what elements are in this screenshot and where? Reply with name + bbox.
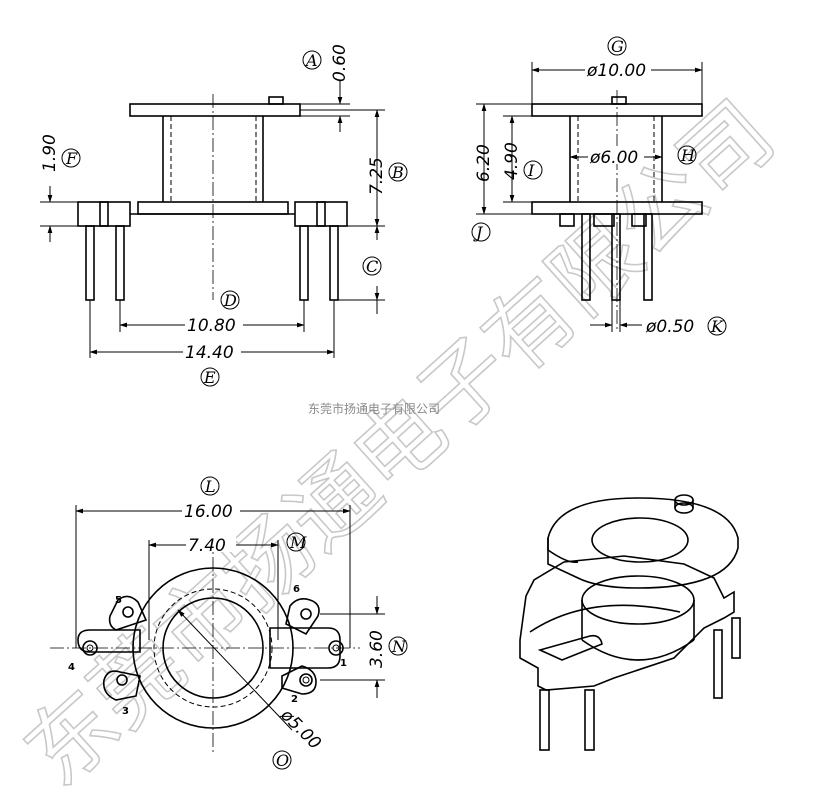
label-l: L — [204, 477, 216, 496]
pin-4-label: 4 — [68, 662, 75, 673]
dim-m-value: 7.40 — [188, 536, 226, 556]
label-f: F — [65, 149, 78, 168]
label-i: I — [527, 161, 535, 180]
dim-a-value: 0.60 — [330, 44, 350, 82]
side-view: ø10.00 G ø6.00 H 4.90 I 6.20 J ø0.50 K — [471, 36, 727, 337]
label-k: K — [710, 317, 724, 336]
dim-b-value: 7.25 — [367, 157, 387, 195]
label-h: H — [680, 146, 696, 165]
pin-2-label: 2 — [291, 694, 298, 705]
label-g: G — [611, 37, 624, 56]
dim-k-value: ø0.50 — [645, 317, 694, 337]
label-o: O — [276, 751, 289, 770]
label-d: D — [223, 291, 237, 310]
top-view: 1 2 3 4 5 6 16.00 L 7.40 M 3.60 N ø5.00 — [50, 476, 408, 770]
isometric-view — [519, 494, 741, 751]
pin-3-label: 3 — [122, 706, 129, 717]
front-view: 0.60 A 7.25 B C 1.90 F 10.80 D — [40, 44, 408, 387]
dim-d-value: 10.80 — [187, 316, 236, 336]
svg-text:东莞市扬通电子有限公司: 东莞市扬通电子有限公司 — [5, 81, 793, 805]
dim-e-value: 14.40 — [185, 343, 234, 363]
label-n: N — [391, 637, 407, 656]
company-name: 东莞市扬通电子有限公司 — [308, 401, 440, 416]
pin-6-label: 6 — [293, 584, 300, 595]
dim-l-value: 16.00 — [184, 502, 233, 522]
pin-1-label: 1 — [340, 658, 347, 669]
dim-o-value: ø5.00 — [276, 705, 325, 754]
label-m: M — [289, 533, 307, 552]
pin-5-label: 5 — [115, 595, 122, 606]
dim-j-value: 6.20 — [474, 144, 494, 182]
dim-f-value: 1.90 — [40, 134, 60, 172]
label-b: B — [391, 163, 404, 182]
dim-g-value: ø10.00 — [586, 61, 646, 81]
label-c: C — [366, 257, 378, 276]
label-j: J — [473, 223, 484, 242]
dim-i-value: 4.90 — [502, 142, 522, 180]
dim-h-value: ø6.00 — [589, 148, 638, 168]
dim-n-value: 3.60 — [367, 630, 387, 668]
label-a: A — [304, 51, 318, 70]
label-e: E — [203, 368, 216, 387]
watermark: 东莞市扬通电子有限公司 — [4, 81, 794, 807]
